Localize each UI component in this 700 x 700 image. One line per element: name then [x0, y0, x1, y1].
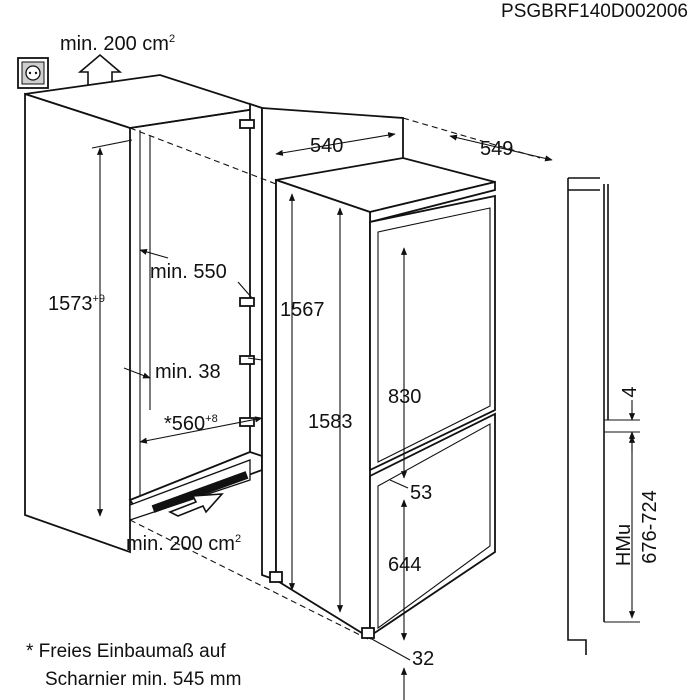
diagram-code: PSGBRF140D002006 [501, 1, 688, 22]
dim-1583-label: 1583 [308, 411, 353, 433]
vent-top-label: min. 200 cm2 [60, 33, 175, 55]
dim-32-label: 32 [412, 648, 434, 670]
niche-width-label: *560+8 [164, 413, 218, 435]
dim-53-label: 53 [410, 482, 432, 504]
socket-icon [17, 57, 49, 89]
dim-540-label: 540 [310, 135, 343, 157]
footnote: * Freies Einbaumaß auf Scharnier min. 54… [26, 638, 241, 694]
min-38-label: min. 38 [155, 361, 221, 383]
hmu-range-label: 676-724 [639, 490, 661, 563]
side-section-view [567, 177, 640, 655]
dim-830-label: 830 [388, 386, 421, 408]
dim-549-label: 549 [480, 138, 513, 160]
vent-bottom-label: min. 200 cm2 [126, 533, 241, 555]
dim-1567-label: 1567 [280, 299, 325, 321]
airflow-arrow-icon [168, 493, 224, 517]
niche-height-label: 1573+9 [48, 293, 105, 315]
cabinet-niche [24, 74, 270, 554]
footnote-line-2: Scharnier min. 545 mm [45, 669, 242, 690]
appliance-body [269, 157, 496, 640]
footnote-line-1: * Freies Einbaumaß auf [26, 641, 226, 662]
dim-4-label: 4 [619, 386, 641, 397]
dim-644-label: 644 [388, 554, 421, 576]
hmu-label: HMu [613, 524, 635, 566]
min-550-label: min. 550 [150, 261, 227, 283]
